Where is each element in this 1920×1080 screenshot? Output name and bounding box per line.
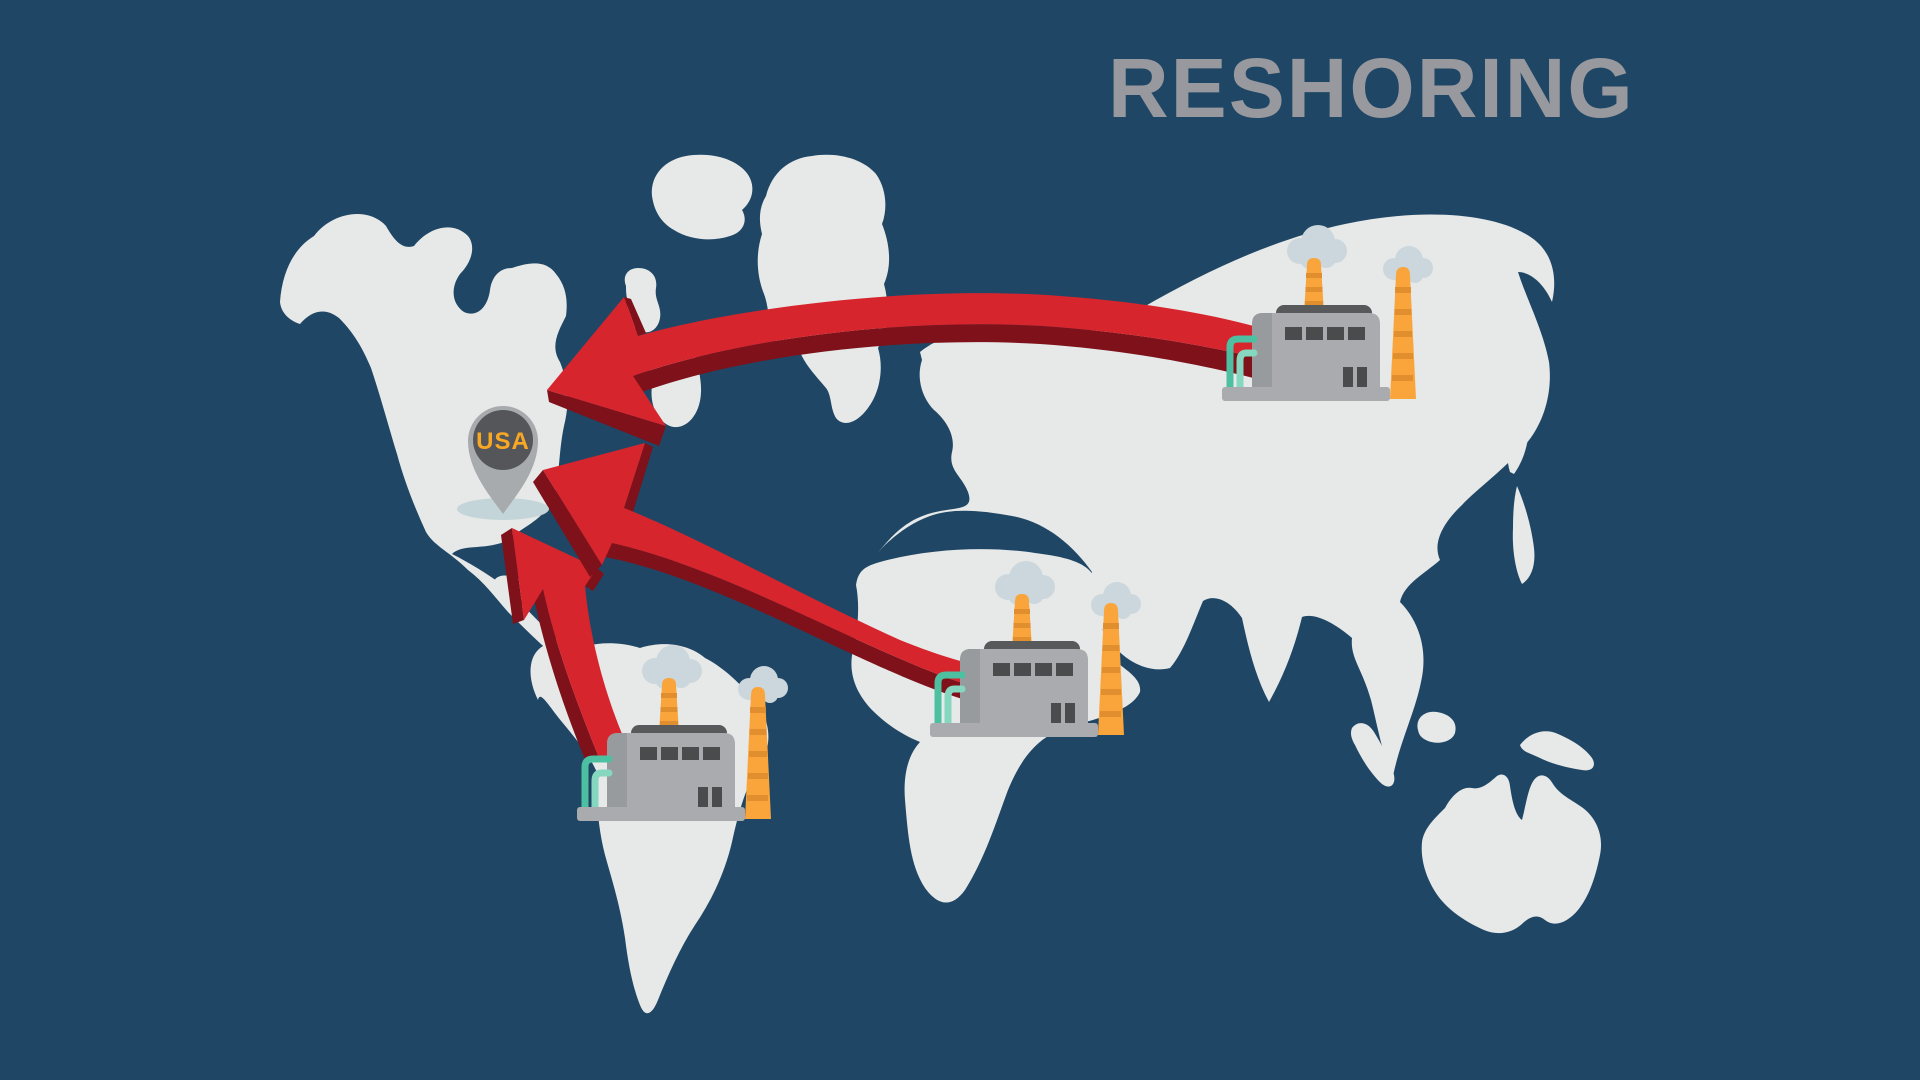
reshoring-arrows: [501, 293, 1292, 764]
arrow-shadow: [585, 568, 604, 591]
pin-label: USA: [476, 428, 530, 455]
arrow-from-africa: [533, 443, 980, 704]
island-japan-north: [1507, 424, 1529, 474]
page-title: RESHORING: [1108, 41, 1635, 135]
arrow-shadow: [624, 297, 646, 336]
arrow-from-asia: [547, 293, 1292, 446]
island-iceland: [651, 154, 753, 240]
arrow-shadow: [533, 589, 600, 764]
island-new-guinea: [1520, 731, 1594, 771]
continent-north-america: [280, 213, 594, 675]
arrow-shadow: [533, 470, 602, 577]
arrow-from-south-america: [501, 528, 630, 764]
continent-australia: [1421, 774, 1602, 934]
arrow-shadow: [633, 324, 1292, 392]
arrow-shadow: [605, 543, 980, 704]
arrow-shadow: [624, 443, 653, 512]
arrow-shadow: [501, 528, 524, 624]
usa-location-pin: USA: [457, 406, 549, 520]
continent-greenland: [757, 154, 890, 423]
pin-inner-circle: [473, 410, 533, 470]
arrow-shadow: [547, 390, 666, 446]
island-borneo: [1417, 711, 1456, 743]
arrow-body: [543, 443, 980, 688]
island-sumatra: [1351, 723, 1395, 787]
arrow-body: [512, 528, 630, 760]
arrow-body: [547, 293, 1292, 426]
continent-eurasia: [875, 214, 1555, 777]
island-japan-south: [1512, 486, 1535, 584]
